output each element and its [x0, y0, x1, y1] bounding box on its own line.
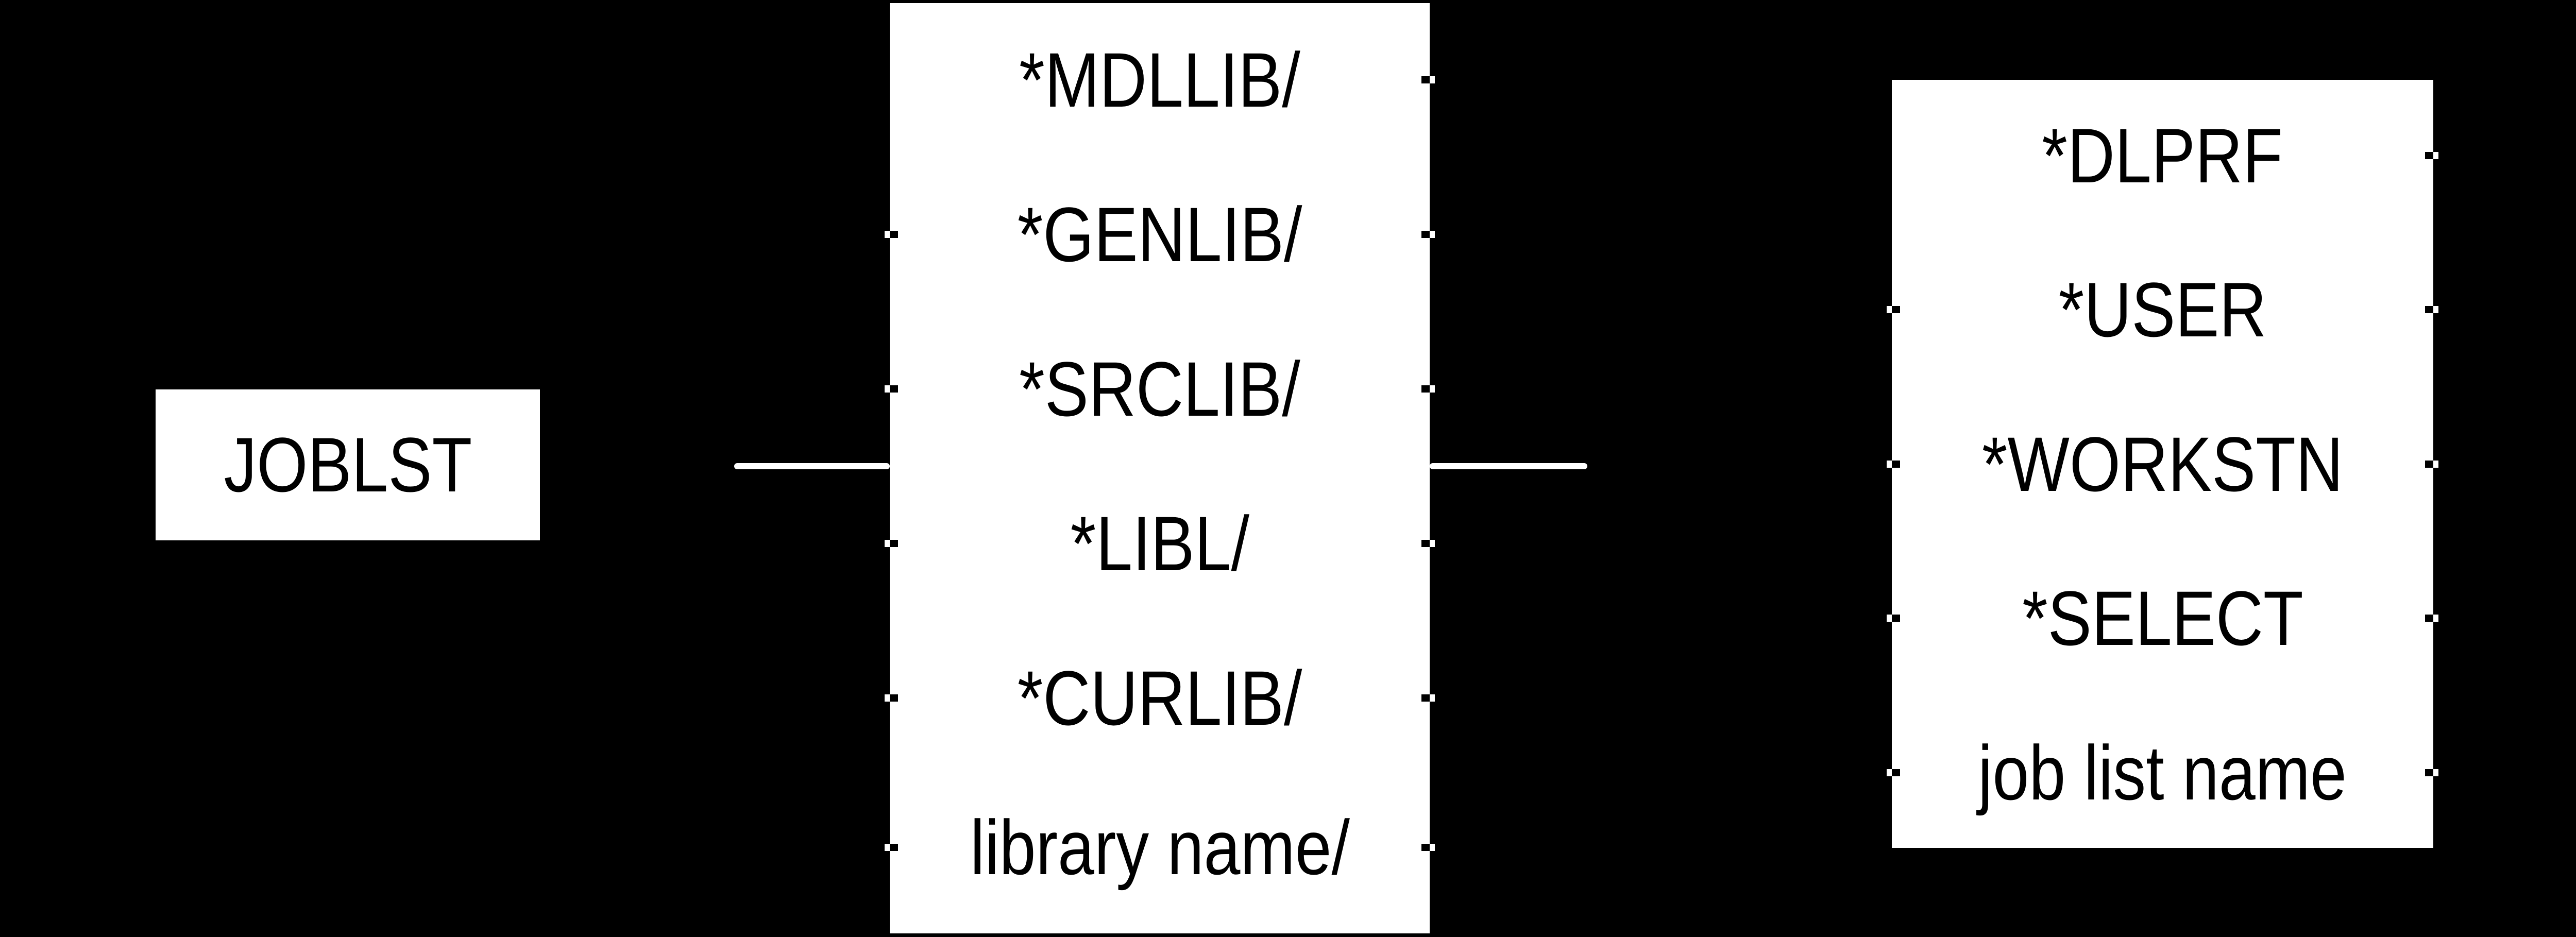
branch-tick: [885, 540, 898, 547]
branch-tick: [1421, 231, 1435, 238]
library-option: *LIBL/: [1070, 500, 1249, 587]
job-list-choices-box: *DLPRF *USER *WORKSTN *SELECT job list n…: [1887, 80, 2438, 848]
command-label: JOBLST: [156, 389, 540, 540]
branch-tick: [885, 231, 898, 238]
branch-tick: [885, 694, 898, 702]
branch-tick: [1421, 694, 1435, 702]
command-label-text: JOBLST: [224, 421, 472, 508]
branch-tick: [2425, 461, 2438, 468]
job-list-option: *SELECT: [2022, 575, 2303, 661]
branch-tick: [1421, 540, 1435, 547]
job-list-option: job list name: [1978, 729, 2347, 816]
library-option: *SRCLIB/: [1019, 346, 1300, 432]
job-list-option: *DLPRF: [2042, 112, 2283, 199]
branch-tick: [2425, 306, 2438, 313]
connector-line-left: [734, 463, 890, 469]
branch-tick: [2425, 615, 2438, 622]
branch-tick: [2425, 769, 2438, 776]
branch-tick: [1421, 385, 1435, 393]
command-box: JOBLST: [156, 389, 540, 540]
job-list-option: *USER: [2058, 266, 2267, 353]
branch-tick: [1887, 461, 1900, 468]
branch-tick: [885, 385, 898, 393]
library-option: *CURLIB/: [1017, 655, 1302, 741]
branch-tick: [885, 844, 898, 851]
library-option: *GENLIB/: [1017, 191, 1302, 278]
library-choices-box: *MDLLIB/ *GENLIB/ *SRCLIB/ *LIBL/ *CURLI…: [885, 3, 1435, 933]
branch-tick: [1421, 844, 1435, 851]
connector-line-right: [1430, 463, 1587, 469]
library-option: *MDLLIB/: [1019, 37, 1300, 123]
branch-tick: [2425, 152, 2438, 159]
branch-tick: [1887, 769, 1900, 776]
branch-tick: [1421, 76, 1435, 83]
branch-tick: [1887, 306, 1900, 313]
job-list-option: *WORKSTN: [1981, 421, 2344, 507]
branch-tick: [1887, 615, 1900, 622]
library-option: library name/: [970, 804, 1350, 891]
